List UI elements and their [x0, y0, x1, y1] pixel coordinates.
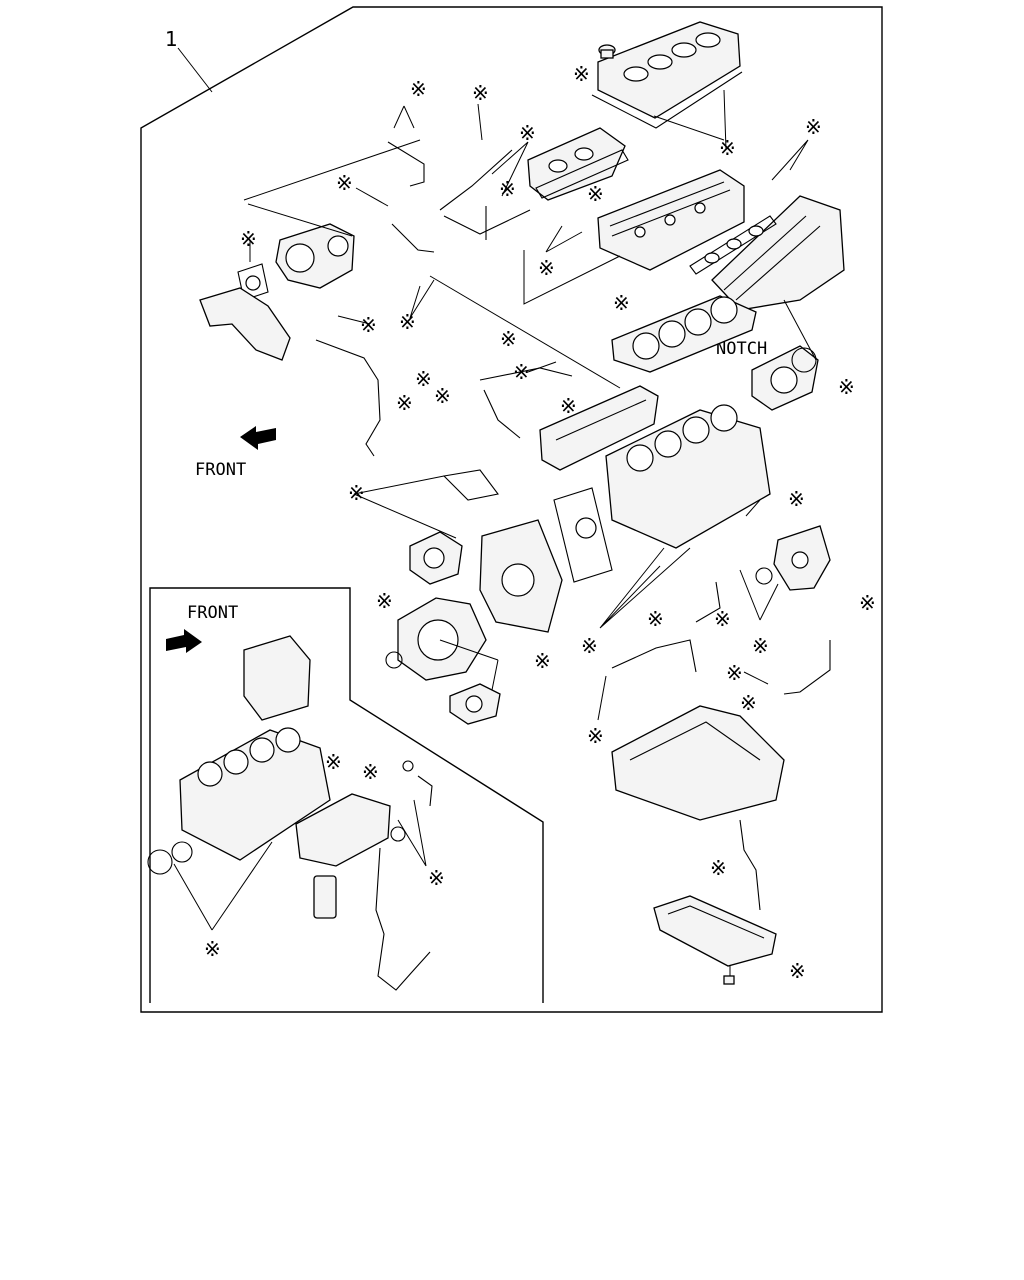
kit-marker: ※ — [336, 171, 353, 195]
egr-pipe — [439, 149, 531, 240]
kit-marker: ※ — [415, 367, 432, 391]
front-arrow-inset — [166, 629, 202, 653]
drain-plug — [723, 975, 735, 985]
rear-oil-seal — [147, 841, 193, 875]
kit-marker: ※ — [560, 394, 577, 418]
cylinder-head — [597, 169, 745, 271]
kit-marker: ※ — [399, 310, 416, 334]
inset-cylinder-block — [179, 727, 331, 861]
kit-leader-lines — [173, 89, 817, 976]
injection-pump-oring — [755, 567, 773, 585]
inset-frame — [149, 587, 544, 1003]
kit-marker: ※ — [513, 360, 530, 384]
kit-marker: ※ — [538, 256, 555, 280]
kit-marker: ※ — [573, 62, 590, 86]
kit-marker: ※ — [499, 177, 516, 201]
kit-marker: ※ — [719, 136, 736, 160]
kit-marker: ※ — [581, 634, 598, 658]
oil-pan-lower — [653, 895, 777, 967]
throttle-body — [751, 345, 819, 411]
turbocharger — [275, 223, 355, 289]
kit-marker: ※ — [348, 481, 365, 505]
oil-cooler — [295, 793, 391, 867]
cylinder-block — [605, 404, 771, 549]
turbo-gasket — [237, 263, 269, 301]
kit-marker: ※ — [838, 375, 855, 399]
oil-pump — [449, 683, 501, 725]
turbo-oil-feed-pipe — [315, 141, 435, 457]
oil-filler-cap — [598, 44, 616, 59]
exhaust-manifold — [527, 127, 626, 201]
kit-marker: ※ — [472, 81, 489, 105]
kit-marker: ※ — [362, 760, 379, 784]
kit-marker: ※ — [726, 661, 743, 685]
front-plate-gasket — [553, 487, 613, 583]
kit-marker: ※ — [396, 391, 413, 415]
kit-marker: ※ — [360, 313, 377, 337]
kit-marker: ※ — [788, 487, 805, 511]
crankshaft-front-seal — [385, 651, 403, 669]
kit-marker: ※ — [805, 115, 822, 139]
kit-marker: ※ — [647, 607, 664, 631]
front-cover — [397, 597, 487, 681]
oil-level-gauge-tube — [611, 581, 831, 695]
timing-cover-gasket-upper — [442, 469, 499, 501]
kit-marker: ※ — [376, 589, 393, 613]
kit-marker: ※ — [859, 591, 876, 615]
inset-cylinder-head — [243, 635, 311, 721]
front-arrow-main — [240, 426, 276, 450]
coolant-inlet-cover — [539, 385, 659, 471]
kit-marker: ※ — [325, 750, 342, 774]
ref-number: 1 — [165, 27, 178, 51]
kit-marker: ※ — [613, 291, 630, 315]
kit-marker: ※ — [740, 691, 757, 715]
exhaust-manifold-gasket — [535, 149, 629, 199]
front-label-main: FRONT — [195, 460, 246, 480]
kit-marker: ※ — [714, 607, 731, 631]
ref-leader — [177, 47, 213, 93]
inset-oring — [390, 760, 414, 842]
kit-marker: ※ — [789, 959, 806, 983]
kit-marker: ※ — [204, 937, 221, 961]
kit-marker: ※ — [519, 121, 536, 145]
injection-pump — [773, 525, 831, 591]
oil-filter — [313, 875, 337, 919]
intake-manifold-gasket — [689, 215, 777, 275]
kit-marker: ※ — [428, 866, 445, 890]
kit-marker: ※ — [534, 649, 551, 673]
kit-marker: ※ — [434, 384, 451, 408]
kit-marker: ※ — [240, 227, 257, 251]
kit-marker: ※ — [587, 724, 604, 748]
front-label-inset: FRONT — [187, 603, 238, 623]
kit-marker: ※ — [710, 856, 727, 880]
water-hose — [375, 775, 433, 991]
diagram-frame — [140, 6, 883, 1013]
oil-strainer-tube — [739, 819, 761, 911]
kit-marker: ※ — [587, 182, 604, 206]
kit-markers: ※ ※ ※ ※ ※ ※ ※ ※ ※ ※ ※ ※ ※ ※ ※ ※ ※ ※ ※ ※ … — [204, 62, 876, 983]
kit-marker: ※ — [410, 77, 427, 101]
kit-marker: ※ — [752, 634, 769, 658]
cylinder-head-cover — [591, 21, 743, 129]
water-pump — [409, 531, 463, 585]
exhaust-pipe — [199, 287, 291, 361]
oil-pan-upper — [611, 705, 785, 821]
cylinder-head-gasket — [611, 295, 757, 373]
timing-gear-case — [479, 519, 563, 633]
notch-label: NOTCH — [716, 339, 767, 359]
kit-marker: ※ — [500, 327, 517, 351]
